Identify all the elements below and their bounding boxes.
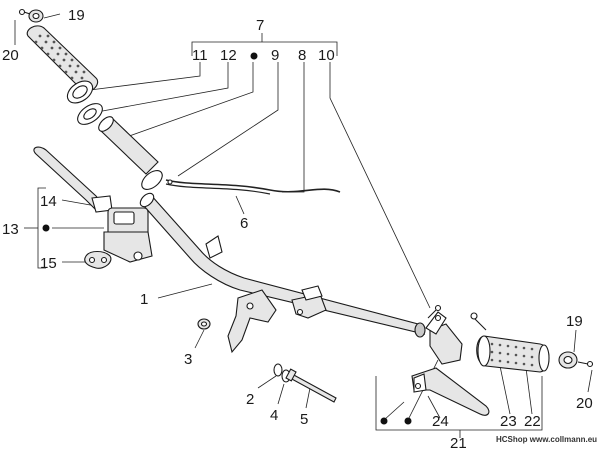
small-screw-22	[470, 312, 487, 331]
callout-3: 3	[184, 351, 192, 368]
callout-12: 12	[220, 47, 237, 64]
brake-lever-left	[33, 146, 113, 213]
callouts: 7 11 12 9 8 10 19 20 14 13 15 6 1 3 2 4 …	[2, 7, 593, 449]
callout-9: 9	[271, 47, 279, 64]
callout-22: 22	[524, 413, 541, 430]
washer-2	[273, 363, 283, 377]
callout-8: 8	[298, 47, 306, 64]
callout-19-top: 19	[68, 7, 85, 24]
bullet-dot	[42, 224, 50, 232]
bolt-5	[289, 373, 337, 403]
leader-lines	[14, 13, 593, 438]
callout-15: 15	[40, 255, 57, 272]
shop-credit: HCShop www.collmann.eu	[496, 435, 597, 444]
bar-end-weight-left	[18, 8, 44, 23]
throttle-cable	[165, 179, 341, 193]
callout-7: 7	[256, 17, 264, 34]
washer-ring-inner	[83, 108, 97, 120]
callout-2: 2	[246, 391, 254, 408]
bullet-dot	[250, 52, 258, 60]
callout-24: 24	[432, 413, 449, 430]
right-grip	[476, 335, 550, 373]
handlebar-mount	[227, 285, 327, 354]
callout-10: 10	[318, 47, 335, 64]
callout-4: 4	[270, 407, 278, 424]
callout-6: 6	[240, 215, 248, 232]
callout-23: 23	[500, 413, 517, 430]
throttle-sleeve	[98, 116, 163, 190]
callout-1: 1	[140, 291, 148, 308]
bullet-dot	[380, 417, 388, 425]
callout-20-top: 20	[2, 47, 19, 64]
callout-13: 13	[2, 221, 19, 238]
bullet-dot	[404, 417, 412, 425]
small-screw-10	[427, 304, 442, 319]
callout-14: 14	[40, 193, 57, 210]
bar-end-weight-right	[558, 351, 594, 369]
callout-11: 11	[192, 47, 208, 64]
handlebar-tube	[139, 192, 426, 338]
master-cylinder	[103, 207, 153, 263]
clamp-15	[84, 250, 112, 269]
callout-21: 21	[450, 435, 467, 449]
callout-19-right: 19	[566, 313, 583, 330]
left-grip	[26, 25, 99, 104]
callout-20-right: 20	[576, 395, 593, 412]
brake-lever-right	[411, 367, 490, 416]
callout-5: 5	[300, 411, 308, 428]
switch-housing-right	[425, 311, 463, 365]
